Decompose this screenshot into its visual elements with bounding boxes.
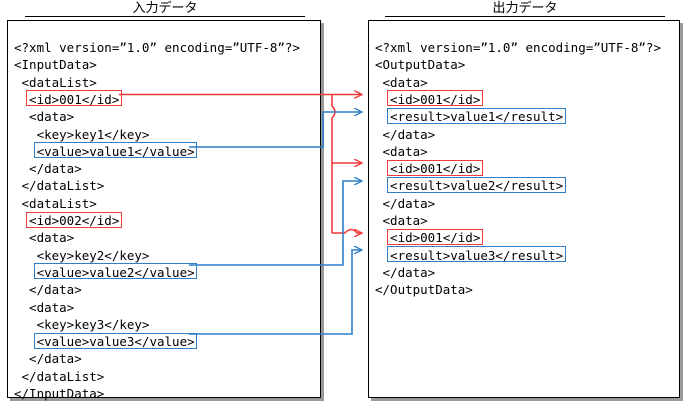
code-line: <key>key2</key> xyxy=(14,247,150,263)
code-line: <dataList> xyxy=(14,74,97,90)
wire-red-branch-c xyxy=(332,228,362,234)
code-line: </OutputData> xyxy=(375,282,473,298)
wire-blue-value2 xyxy=(189,181,362,266)
code-line: <data> xyxy=(375,143,428,159)
code-line: </data> xyxy=(375,264,436,280)
code-line: <?xml version=”1.0” encoding=”UTF-8”?> xyxy=(14,40,300,55)
code-line: <data> xyxy=(375,213,428,228)
code-line: </data> xyxy=(14,161,82,177)
code-line: <id>001</id> xyxy=(375,91,481,107)
code-line: <id>002</id> xyxy=(14,213,120,228)
code-line: <data> xyxy=(14,109,75,125)
code-line: </data> xyxy=(375,195,436,211)
code-line: <data> xyxy=(14,299,75,315)
code-line: </InputData> xyxy=(14,386,105,401)
wire-blue-value3 xyxy=(189,250,362,335)
input-data-panel: <?xml version=”1.0” encoding=”UTF-8”?> <I… xyxy=(7,20,321,401)
wire-blue-value1 xyxy=(189,112,362,148)
code-line: <?xml version=”1.0” encoding=”UTF-8”?> xyxy=(375,40,661,55)
code-line: <InputData> xyxy=(14,57,97,73)
code-line: <dataList> xyxy=(14,195,97,211)
code-line: <data> xyxy=(14,230,75,246)
code-line: <value>value3</value> xyxy=(14,334,195,350)
code-line: <data> xyxy=(375,74,428,90)
code-line: <value>value1</value> xyxy=(14,143,195,159)
code-line: </dataList> xyxy=(14,178,105,194)
code-line: </data> xyxy=(375,126,436,142)
code-line: <result>value1</result> xyxy=(375,109,564,125)
code-line: <id>001</id> xyxy=(375,161,481,177)
output-data-panel: <?xml version=”1.0” encoding=”UTF-8”?> <O… xyxy=(368,20,680,398)
code-line: </data> xyxy=(14,351,82,367)
input-panel-title: 入力データ xyxy=(25,1,305,17)
code-line: </dataList> xyxy=(14,368,105,384)
code-line: <id>001</id> xyxy=(375,230,481,246)
code-line: <OutputData> xyxy=(375,57,466,73)
output-panel-title: 出力データ xyxy=(385,1,665,17)
code-line: <key>key3</key> xyxy=(14,316,150,332)
code-line: <key>key1</key> xyxy=(14,126,150,142)
code-line: <id>001</id> xyxy=(14,91,120,107)
code-line: </data> xyxy=(14,282,82,298)
code-line: <result>value3</result> xyxy=(375,247,564,263)
code-line: <result>value2</result> xyxy=(375,178,564,194)
code-line: <value>value2</value> xyxy=(14,264,195,280)
